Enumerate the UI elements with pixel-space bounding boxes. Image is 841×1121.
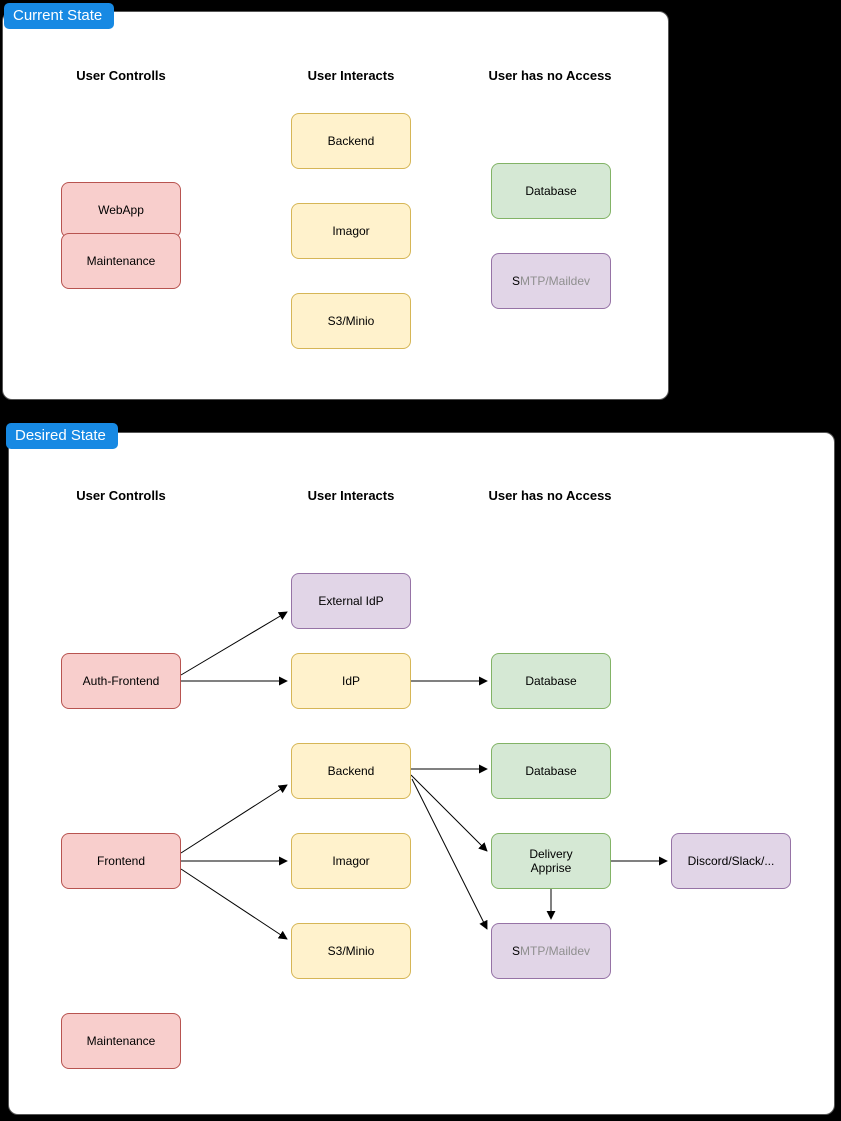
node-label: Delivery Apprise [529, 847, 573, 875]
node-imagor: Imagor [291, 833, 411, 889]
node-label: SMTP/Maildev [512, 274, 590, 288]
node-delivery-apprise: Delivery Apprise [491, 833, 611, 889]
arrow-auth-frontend-to-external-idp [180, 611, 288, 676]
node-label-part-dark: S [511, 944, 520, 958]
column-header-user-controlls: User Controlls [76, 68, 166, 83]
node-database: Database [491, 163, 611, 219]
node-discord-slack: Discord/Slack/... [671, 833, 791, 889]
node-label: S3/Minio [327, 944, 375, 958]
node-label-part-dark: S [511, 274, 520, 288]
node-label: Auth-Frontend [82, 674, 160, 688]
node-label: Maintenance [86, 254, 156, 268]
arrow-backend-to-smtp-maildev [411, 778, 488, 930]
column-header-user-has-no-access: User has no Access [488, 68, 612, 83]
current-state-title-badge: Current State [4, 3, 115, 29]
column-header-user-interacts: User Interacts [307, 488, 395, 503]
node-s3-minio: S3/Minio [291, 923, 411, 979]
column-header-user-controlls: User Controlls [76, 488, 166, 503]
node-smtp-maildev: SMTP/Maildev [491, 923, 611, 979]
node-label: IdP [341, 674, 360, 688]
arrow-frontend-to-s3-minio [180, 868, 288, 940]
column-header-user-interacts: User Interacts [307, 68, 395, 83]
node-label: Imagor [332, 224, 370, 238]
node-imagor: Imagor [291, 203, 411, 259]
node-label: Maintenance [86, 1034, 156, 1048]
node-s3-minio: S3/Minio [291, 293, 411, 349]
node-auth-frontend: Auth-Frontend [61, 653, 181, 709]
node-label-part-dim: MTP/Maildev [520, 944, 591, 958]
node-smtp-maildev: SMTP/Maildev [491, 253, 611, 309]
node-label: Imagor [332, 854, 370, 868]
desired-state-title-badge: Desired State [6, 423, 118, 449]
panel-current-state: User Controlls User Interacts User has n… [2, 11, 669, 400]
node-label: External IdP [318, 594, 384, 608]
node-database-backend: Database [491, 743, 611, 799]
node-label: WebApp [98, 203, 144, 217]
node-label: Backend [327, 764, 375, 778]
node-webapp: WebApp [61, 182, 181, 238]
node-backend: Backend [291, 113, 411, 169]
node-label-part-dim: MTP/Maildev [520, 274, 591, 288]
node-backend: Backend [291, 743, 411, 799]
node-label: S3/Minio [327, 314, 375, 328]
node-label: SMTP/Maildev [512, 944, 590, 958]
node-label: Database [525, 184, 577, 198]
node-label: Discord/Slack/... [687, 854, 775, 868]
node-label: Database [525, 674, 577, 688]
node-label: Backend [327, 134, 375, 148]
node-maintenance: Maintenance [61, 1013, 181, 1069]
node-label: Database [525, 764, 577, 778]
node-frontend: Frontend [61, 833, 181, 889]
arrow-frontend-to-backend [180, 784, 288, 854]
column-header-user-has-no-access: User has no Access [488, 488, 612, 503]
node-idp: IdP [291, 653, 411, 709]
node-label: Frontend [96, 854, 146, 868]
node-database-idp: Database [491, 653, 611, 709]
node-external-idp: External IdP [291, 573, 411, 629]
arrow-backend-to-delivery-apprise [410, 774, 488, 852]
node-maintenance: Maintenance [61, 233, 181, 289]
panel-desired-state: User Controlls User Interacts User has n… [8, 432, 835, 1115]
